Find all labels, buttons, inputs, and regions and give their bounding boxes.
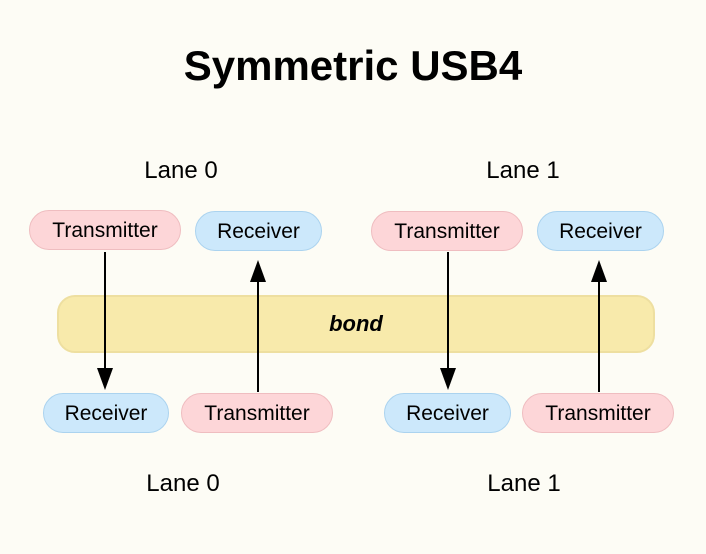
bottom-lane0-receiver: Receiver bbox=[43, 393, 169, 433]
top-lane0-label: Lane 0 bbox=[144, 157, 218, 184]
bottom-lane0-label: Lane 0 bbox=[146, 470, 220, 497]
bottom-lane1-receiver: Receiver bbox=[384, 393, 511, 433]
bottom-lane0-transmitter: Transmitter bbox=[181, 393, 333, 433]
bottom-lane1-label: Lane 1 bbox=[487, 470, 561, 497]
top-lane0-transmitter: Transmitter bbox=[29, 210, 181, 250]
arrow-lane0-up bbox=[250, 260, 266, 392]
diagram-title: Symmetric USB4 bbox=[183, 42, 523, 89]
arrow-lane1-down bbox=[440, 252, 456, 390]
top-lane1-transmitter: Transmitter bbox=[371, 211, 523, 251]
top-lane1-receiver: Receiver bbox=[537, 211, 664, 251]
bond-bar: bond bbox=[57, 295, 655, 353]
bottom-lane1-transmitter: Transmitter bbox=[522, 393, 674, 433]
arrow-lane0-down bbox=[97, 252, 113, 390]
arrow-lane1-up bbox=[591, 260, 607, 392]
top-lane1-label: Lane 1 bbox=[486, 157, 560, 184]
top-lane0-receiver: Receiver bbox=[195, 211, 322, 251]
